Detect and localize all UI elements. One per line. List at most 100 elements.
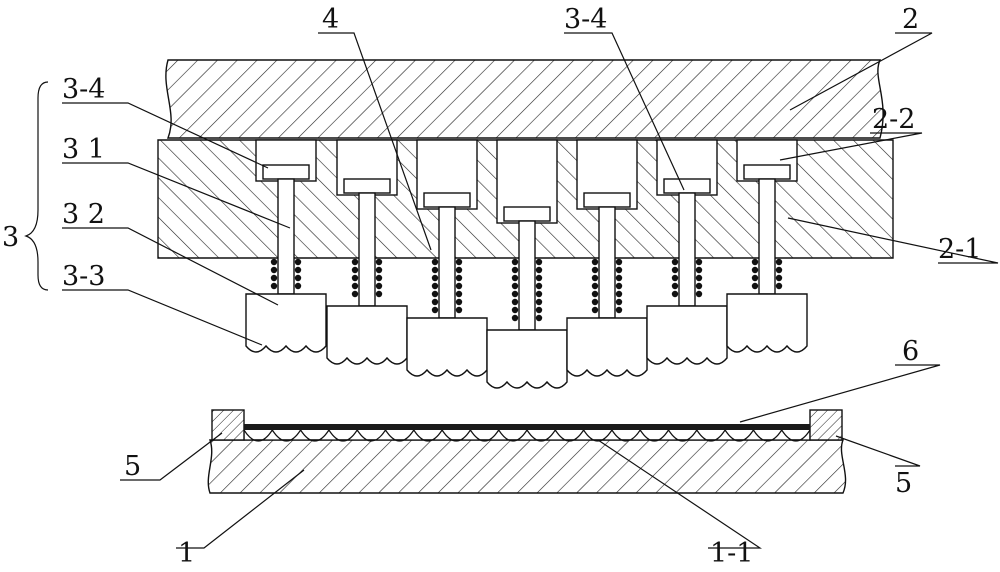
spring-coil xyxy=(615,282,623,290)
spring-coil xyxy=(351,258,359,266)
spring-coil xyxy=(591,290,599,298)
label-3-4-left: 3-4 xyxy=(62,74,105,105)
spring-coil xyxy=(751,266,759,274)
spring-coil xyxy=(535,306,543,314)
spring-coil xyxy=(751,274,759,282)
spring-coil xyxy=(615,274,623,282)
spring-coil xyxy=(615,266,623,274)
spring-coil xyxy=(511,314,519,322)
spring-coil xyxy=(591,274,599,282)
label-6: 6 xyxy=(902,336,919,367)
spacer-left xyxy=(211,409,245,441)
spring-coil xyxy=(375,290,383,298)
label-1-1: 1-1 xyxy=(710,538,753,569)
spring-coil xyxy=(615,306,623,314)
spring-coil xyxy=(270,266,278,274)
pin-shaft-5 xyxy=(598,206,616,319)
textured-mold-surface xyxy=(243,427,811,442)
pin-head-3 xyxy=(423,192,471,208)
pressing-block-1 xyxy=(245,293,327,353)
label-group-3: 3 xyxy=(2,222,19,253)
spring-coil xyxy=(270,258,278,266)
spring-coil xyxy=(511,282,519,290)
pin-head-5 xyxy=(583,192,631,208)
spring-coil xyxy=(375,258,383,266)
spring-coil xyxy=(775,258,783,266)
spring-coil xyxy=(535,274,543,282)
spring-coil xyxy=(671,266,679,274)
label-2: 2 xyxy=(902,4,919,35)
spring-coil xyxy=(431,290,439,298)
spring-coil xyxy=(431,298,439,306)
spacer-right xyxy=(809,409,843,441)
spring-coil xyxy=(511,306,519,314)
label-4: 4 xyxy=(322,4,339,35)
spring-coil xyxy=(775,266,783,274)
spring-coil xyxy=(535,282,543,290)
spring-coil xyxy=(671,274,679,282)
pressing-block-6 xyxy=(646,305,728,365)
spring-coil xyxy=(671,290,679,298)
spring-coil xyxy=(535,258,543,266)
spring-coil xyxy=(591,266,599,274)
spring-coil xyxy=(511,266,519,274)
spring-coil xyxy=(671,282,679,290)
spring-coil xyxy=(511,290,519,298)
spring-coil xyxy=(375,274,383,282)
spring-coil xyxy=(615,290,623,298)
pressing-block-7 xyxy=(726,293,808,353)
pressing-block-4 xyxy=(486,329,568,389)
label-3-1: 3 1 xyxy=(62,134,105,165)
pressing-block-5 xyxy=(566,317,648,377)
spring-coil xyxy=(431,306,439,314)
spring-coil xyxy=(615,258,623,266)
spring-coil xyxy=(535,298,543,306)
spring-coil xyxy=(294,282,302,290)
label-5-right: 5 xyxy=(895,468,912,499)
pin-shaft-3 xyxy=(438,206,456,319)
spring-coil xyxy=(270,282,278,290)
spring-coil xyxy=(375,282,383,290)
pressing-block-2 xyxy=(326,305,408,365)
spring-coil xyxy=(455,266,463,274)
label-2-2: 2-2 xyxy=(872,104,915,135)
spring-coil xyxy=(591,306,599,314)
spring-coil xyxy=(511,274,519,282)
spring-coil xyxy=(455,258,463,266)
pin-array xyxy=(245,139,808,389)
spring-coil xyxy=(455,282,463,290)
pin-head-6 xyxy=(663,178,711,194)
spring-coil xyxy=(695,282,703,290)
pin-head-7 xyxy=(743,164,791,180)
label-1: 1 xyxy=(178,538,195,569)
spring-coil xyxy=(695,266,703,274)
spring-coil xyxy=(270,274,278,282)
pin-head-2 xyxy=(343,178,391,194)
spring-coil xyxy=(431,266,439,274)
spring-coil xyxy=(671,258,679,266)
spring-coil xyxy=(591,282,599,290)
spring-coil xyxy=(511,298,519,306)
spring-coil xyxy=(695,290,703,298)
group-brace xyxy=(24,81,49,291)
pin-shaft-2 xyxy=(358,192,376,307)
spring-coil xyxy=(294,258,302,266)
spring-coil xyxy=(351,266,359,274)
spring-coil xyxy=(695,258,703,266)
pin-head-4 xyxy=(503,206,551,222)
spring-coil xyxy=(591,298,599,306)
spring-coil xyxy=(455,298,463,306)
upper-platen xyxy=(165,59,884,139)
leader-lines xyxy=(62,32,999,549)
spring-coil xyxy=(431,274,439,282)
spring-coil xyxy=(294,266,302,274)
spring-coil xyxy=(535,314,543,322)
spring-coil xyxy=(535,290,543,298)
spring-coil xyxy=(751,258,759,266)
spring-coil xyxy=(375,266,383,274)
label-5-left: 5 xyxy=(124,451,141,482)
pin-shaft-4 xyxy=(518,220,536,331)
spring-coil xyxy=(351,290,359,298)
spring-coil xyxy=(351,282,359,290)
spring-coil xyxy=(431,258,439,266)
